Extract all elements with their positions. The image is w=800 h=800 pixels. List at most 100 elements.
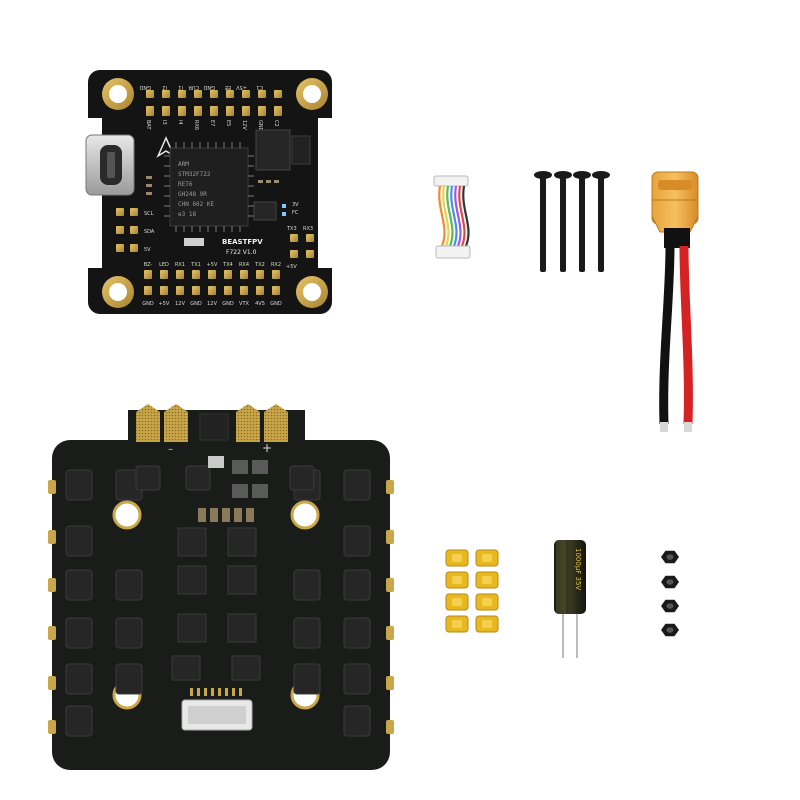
bottom-pad-label: TX2 — [254, 262, 265, 268]
esc-mosfet — [65, 569, 93, 601]
top-pad-label-row2: GND — [257, 120, 263, 132]
esc-center-components — [171, 456, 268, 681]
spacer — [475, 615, 499, 633]
silicone-spacers — [445, 549, 499, 633]
esc-mosfet — [343, 525, 371, 557]
fc-model: F722 V1.0 — [226, 249, 257, 256]
lock-nuts — [661, 550, 679, 637]
esc-side-pad — [386, 530, 394, 544]
esc-mosfet — [115, 569, 143, 601]
fc-smd-components — [146, 176, 286, 246]
esc-mosfet — [115, 617, 143, 649]
esc-mosfet — [65, 663, 93, 695]
spacer — [475, 571, 499, 589]
chip-line-4: GH248 9R — [178, 191, 207, 198]
fc-left-pads — [116, 208, 138, 252]
top-pad-label: I1 — [178, 84, 183, 90]
top-pad-label: CUR — [188, 84, 199, 90]
spacer — [445, 571, 469, 589]
bottom-pad-label-row2: GND — [190, 301, 202, 307]
esc-mosfet — [185, 465, 211, 491]
bottom-pad-label-row2: 4V5 — [255, 301, 265, 307]
chip-line-5: CHN 602 KE — [178, 201, 215, 208]
bottom-pad-label-row2: GND — [270, 301, 282, 307]
screw — [573, 171, 591, 272]
bottom-pad-label: TX1 — [190, 262, 201, 268]
esc-side-pad — [48, 676, 56, 690]
esc-side-pad — [48, 578, 56, 592]
chip-line-6: e3 18 — [178, 211, 196, 218]
spacer — [475, 593, 499, 611]
label-plus5v: +5V — [286, 264, 297, 270]
screw — [534, 171, 552, 272]
top-pad-label-row2: E5 — [225, 120, 231, 126]
spacer — [445, 549, 469, 567]
spacer — [445, 615, 469, 633]
top-pad-label-row2: RX6 — [193, 120, 199, 130]
bottom-pad-label: RX1 — [175, 262, 185, 268]
label-sda: SDA — [144, 229, 155, 235]
esc-motor-pads — [48, 480, 394, 734]
bottom-pad-label-row2: +5V — [159, 301, 170, 307]
top-pad-label: EE — [225, 84, 231, 90]
xt60-power-lead — [651, 171, 699, 432]
fc-bottom-pads — [144, 270, 280, 295]
top-pad-label-row2: BAT — [145, 120, 151, 130]
chip-line-2: STM32F722 — [178, 171, 211, 178]
chip-line-1: ARM — [178, 161, 189, 168]
bottom-pad-label: RX2 — [271, 262, 281, 268]
bottom-pad-label-row2: 12V — [175, 301, 185, 307]
chip-line-3: RET6 — [178, 181, 193, 188]
esc-mosfet — [343, 469, 371, 501]
esc-mosfet — [65, 525, 93, 557]
label-scl: SCL — [144, 211, 154, 217]
label-fc: FC — [292, 210, 299, 216]
esc-mosfet — [115, 663, 143, 695]
top-pad-label-row2: E7 — [209, 120, 215, 126]
esc-plus-label: + — [262, 441, 272, 455]
bottom-pad-label-row2: GND — [142, 301, 154, 307]
bottom-pad-label: TX4 — [222, 262, 233, 268]
esc-mosfet — [343, 663, 371, 695]
top-pad-label: +5V — [236, 84, 247, 90]
spacer — [475, 549, 499, 567]
fc-top-pads — [146, 90, 282, 116]
top-pad-label-row2: 12V — [241, 120, 247, 130]
esc-mosfet — [293, 663, 321, 695]
esc-side-pad — [386, 626, 394, 640]
esc-mosfet — [289, 465, 315, 491]
esc-jst-socket — [181, 688, 253, 731]
fc-brand: BEASTFPV — [222, 238, 263, 246]
nut — [661, 599, 679, 613]
esc-mosfet — [343, 705, 371, 737]
label-rx3: RX3 — [303, 226, 313, 232]
esc-mosfet — [65, 469, 93, 501]
bottom-pad-label: RX4 — [239, 262, 249, 268]
esc-power-pads — [136, 404, 288, 442]
esc-side-pad — [386, 578, 394, 592]
capacitor-label: 1000µF 35V — [574, 548, 582, 590]
jst-connector-cable — [433, 175, 471, 259]
top-pad-label-row2: C2 — [273, 120, 279, 127]
fc-regulator-chip — [291, 135, 311, 165]
fc-gyro-chip — [255, 129, 291, 171]
esc-side-pad — [386, 480, 394, 494]
nut — [661, 623, 679, 637]
esc-mosfet — [293, 617, 321, 649]
esc-side-pad — [48, 626, 56, 640]
fc-mcu-chip: ARM STM32F722 RET6 GH248 9R CHN 602 KE e… — [164, 142, 254, 232]
esc-mosfets — [65, 465, 371, 737]
screw — [554, 171, 572, 272]
bottom-pad-label-row2: VTX — [239, 301, 249, 307]
bottom-pad-label: +5V — [207, 262, 218, 268]
esc-side-pad — [48, 530, 56, 544]
top-pad-label: I2 — [162, 84, 167, 90]
esc-side-pad — [386, 720, 394, 734]
esc-mosfet — [293, 569, 321, 601]
fc-right-pads — [290, 234, 314, 258]
label-5v: 5V — [144, 247, 151, 253]
fc-mounting-holes — [102, 78, 328, 308]
